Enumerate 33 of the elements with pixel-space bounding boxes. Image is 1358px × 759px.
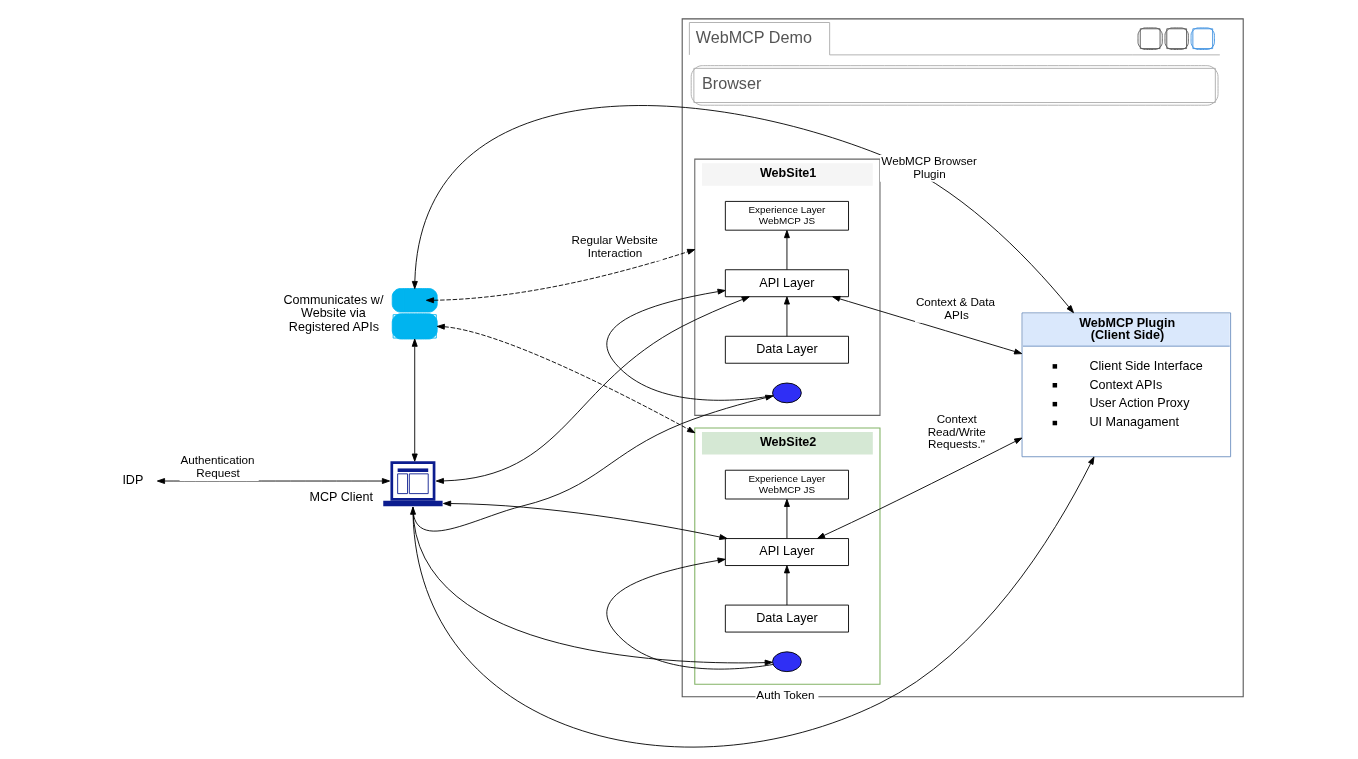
arrow <box>783 230 790 270</box>
node-box: API Layer <box>724 538 849 566</box>
arrow <box>425 248 695 304</box>
arrow <box>411 105 1074 314</box>
arrow <box>783 296 790 337</box>
arrow <box>411 338 418 462</box>
edge-label: Context & Data APIs <box>915 295 995 321</box>
node-box: Data Layer <box>724 335 849 364</box>
edge-label: Context Read/Write Requests." <box>927 411 986 451</box>
node-box: Data Layer <box>724 604 849 633</box>
arrow <box>436 323 695 434</box>
arrow <box>783 565 790 606</box>
node-bubble <box>771 382 802 404</box>
node-text: IDP <box>121 473 143 488</box>
edge-label: WebMCP Browser Plugin <box>880 153 977 180</box>
node-box: Experience Layer WebMCP JS <box>724 469 849 500</box>
arrow <box>409 456 1094 748</box>
arrow <box>156 478 390 484</box>
arrow <box>442 500 727 540</box>
node-bubble <box>771 651 802 673</box>
node-label: Communicates w/ Website via Registered APIs <box>282 292 383 334</box>
node-label: MCP Client <box>309 489 373 504</box>
node-box: Experience Layer WebMCP JS <box>724 200 849 231</box>
edge-label: Regular Website Interaction <box>571 233 658 259</box>
node-box: API Layer <box>724 269 849 298</box>
edge-label: Authentication Request <box>180 453 255 479</box>
arrow <box>783 498 790 539</box>
arrow <box>412 394 773 532</box>
arrow <box>605 288 773 401</box>
edge-label: Auth Token <box>755 687 815 701</box>
arrow <box>816 437 1022 539</box>
arrow <box>435 296 750 484</box>
arrow <box>605 557 773 670</box>
